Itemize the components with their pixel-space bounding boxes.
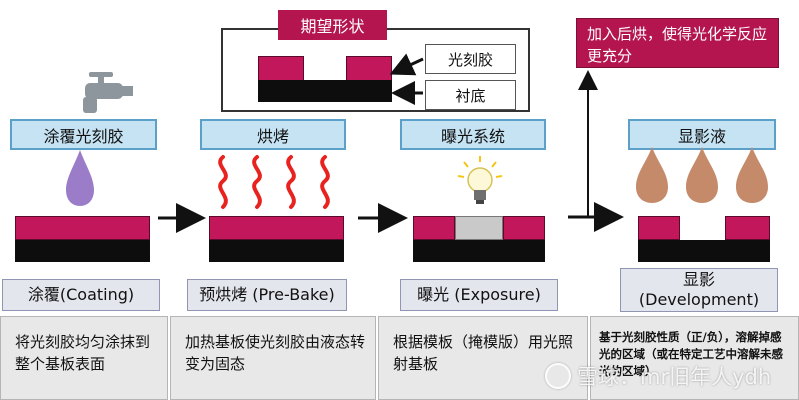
- exposure-resist-left: [413, 216, 455, 240]
- bake-step-label: 预烘烤 (Pre-Bake): [187, 279, 347, 311]
- developed-resist-right: [725, 216, 770, 240]
- heat-wave-1: [218, 155, 228, 209]
- developer-drops-icon: [636, 147, 768, 203]
- watermark-text: 雪球：mr旧年人ydh: [577, 365, 772, 389]
- developer-drop-1: [636, 147, 668, 203]
- heat-wave-4: [320, 155, 330, 209]
- developer-drop-2: [686, 147, 718, 203]
- target-substrate: [258, 80, 392, 102]
- bake-substrate: [209, 240, 344, 262]
- watermark-logo-icon: [545, 363, 571, 389]
- heat-wave-3: [286, 155, 296, 209]
- coating-resist-layer: [15, 216, 150, 240]
- developer-header: 显影液: [628, 119, 776, 150]
- substrate-label: 衬底: [425, 80, 516, 110]
- bake-description: 加热基板使光刻胶由液态转变为固态: [170, 316, 376, 400]
- coating-substrate: [15, 240, 150, 262]
- exposure-substrate: [413, 240, 545, 262]
- arrow-to-resist: [389, 53, 424, 76]
- photoresist-label: 光刻胶: [425, 44, 516, 74]
- exposure-resist-right: [503, 216, 545, 240]
- exposure-step-label: 曝光 (Exposure): [400, 279, 558, 311]
- development-step-english: (Development): [638, 290, 760, 309]
- developer-drop-3: [736, 147, 768, 203]
- exposure-header: 曝光系统: [400, 119, 546, 150]
- bake-resist-layer: [209, 216, 344, 240]
- exposure-exposed-region: [455, 216, 503, 240]
- post-bake-note: 加入后烘，使得光化学反应更充分: [576, 18, 779, 68]
- heat-wave-2: [252, 155, 262, 209]
- coating-header: 涂覆光刻胶: [10, 119, 157, 150]
- development-step-name: 显影: [682, 270, 715, 289]
- development-step-label: 显影 (Development): [620, 268, 778, 312]
- development-description: 基于光刻胶性质（正/负），溶解掉感光的区域（或在特定工艺中溶解未感光的区域）: [590, 316, 799, 400]
- coating-step-label: 涂覆(Coating): [2, 279, 160, 311]
- faucet-icon: [83, 72, 133, 113]
- watermark: 雪球：mr旧年人ydh: [545, 360, 795, 392]
- target-resist-right: [346, 56, 392, 82]
- coating-description: 将光刻胶均匀涂抹到整个基板表面: [0, 316, 168, 400]
- developed-substrate: [638, 240, 770, 262]
- bake-header: 烘烤: [200, 119, 346, 150]
- resist-drop-icon: [66, 150, 94, 206]
- target-shape-title: 期望形状: [278, 10, 387, 40]
- developed-resist-left: [638, 216, 680, 240]
- light-bulb-icon: [457, 156, 503, 204]
- heat-waves-icon: [218, 155, 330, 209]
